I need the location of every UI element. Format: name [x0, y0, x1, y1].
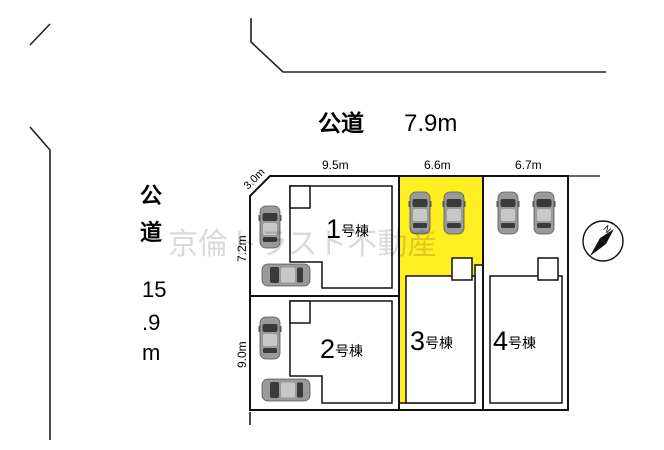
car-icon: [258, 316, 282, 360]
dim-top-lot3: 6.6m: [424, 158, 451, 172]
site-boundary: [249, 175, 569, 411]
house-footprints: [289, 185, 563, 404]
compass-north-label: N: [601, 223, 613, 235]
north-road-width: 7.9m: [404, 110, 457, 137]
west-road-name-1: 公: [140, 183, 162, 208]
car-icon: [532, 191, 556, 235]
lot4-label: 4号棟: [493, 326, 536, 356]
north-road-name: 公道: [318, 110, 364, 136]
lot1-label: 1号棟: [326, 214, 369, 244]
west-road-width-1: 15: [142, 277, 166, 302]
west-road-width-2: .9: [142, 310, 160, 335]
road-edges: [29, 18, 606, 440]
dim-side-lot1: 7.2m: [235, 235, 249, 262]
car-icon: [442, 191, 466, 235]
lot-divisions: [250, 176, 484, 410]
watermark: 京倫トラスト不動産: [168, 227, 437, 262]
lot3-label: 3号棟: [410, 326, 453, 356]
car-icon: [496, 191, 520, 235]
dim-top-lot4: 6.7m: [515, 158, 542, 172]
lot2-label: 2号棟: [320, 334, 363, 364]
dim-corner-cut: 3.0m: [242, 166, 268, 192]
west-road-width-3: m: [142, 340, 160, 365]
west-road-name-2: 道: [140, 220, 162, 245]
car-icon: [261, 263, 311, 287]
car-icon: [261, 378, 311, 402]
dim-top-lot1: 9.5m: [322, 158, 349, 172]
dim-side-lot2: 9.0m: [235, 341, 249, 368]
compass-icon: N: [582, 220, 624, 262]
